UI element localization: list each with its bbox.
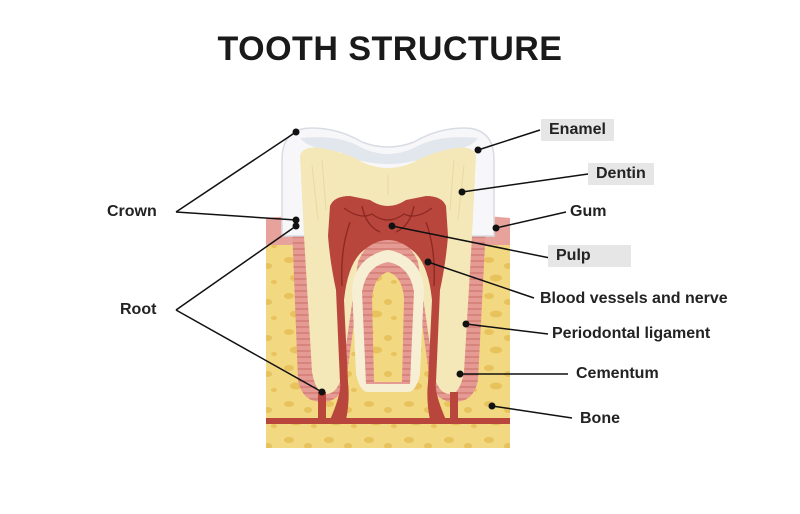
label-enamel: Enamel — [541, 119, 614, 141]
label-blood-vessels: Blood vessels and nerve — [540, 290, 728, 307]
label-cementum: Cementum — [576, 365, 659, 382]
leader-lines — [175, 129, 589, 419]
pulp — [328, 196, 448, 420]
label-pulp: Pulp — [548, 245, 631, 267]
diagram-title: TOOTH STRUCTURE — [217, 30, 563, 68]
enamel-top-shade — [300, 137, 478, 164]
central-bone — [372, 272, 404, 382]
leader-dots — [292, 128, 500, 410]
label-bone: Bone — [580, 410, 620, 427]
label-gum: Gum — [570, 203, 607, 220]
apex-left — [318, 392, 326, 420]
label-crown: Crown — [107, 203, 157, 220]
bone-band — [266, 418, 510, 424]
label-root: Root — [120, 301, 157, 318]
label-periodontal-ligament: Periodontal ligament — [552, 325, 711, 342]
blood-vessels — [341, 205, 435, 287]
label-dentin: Dentin — [588, 163, 654, 185]
apex-right — [450, 392, 458, 420]
